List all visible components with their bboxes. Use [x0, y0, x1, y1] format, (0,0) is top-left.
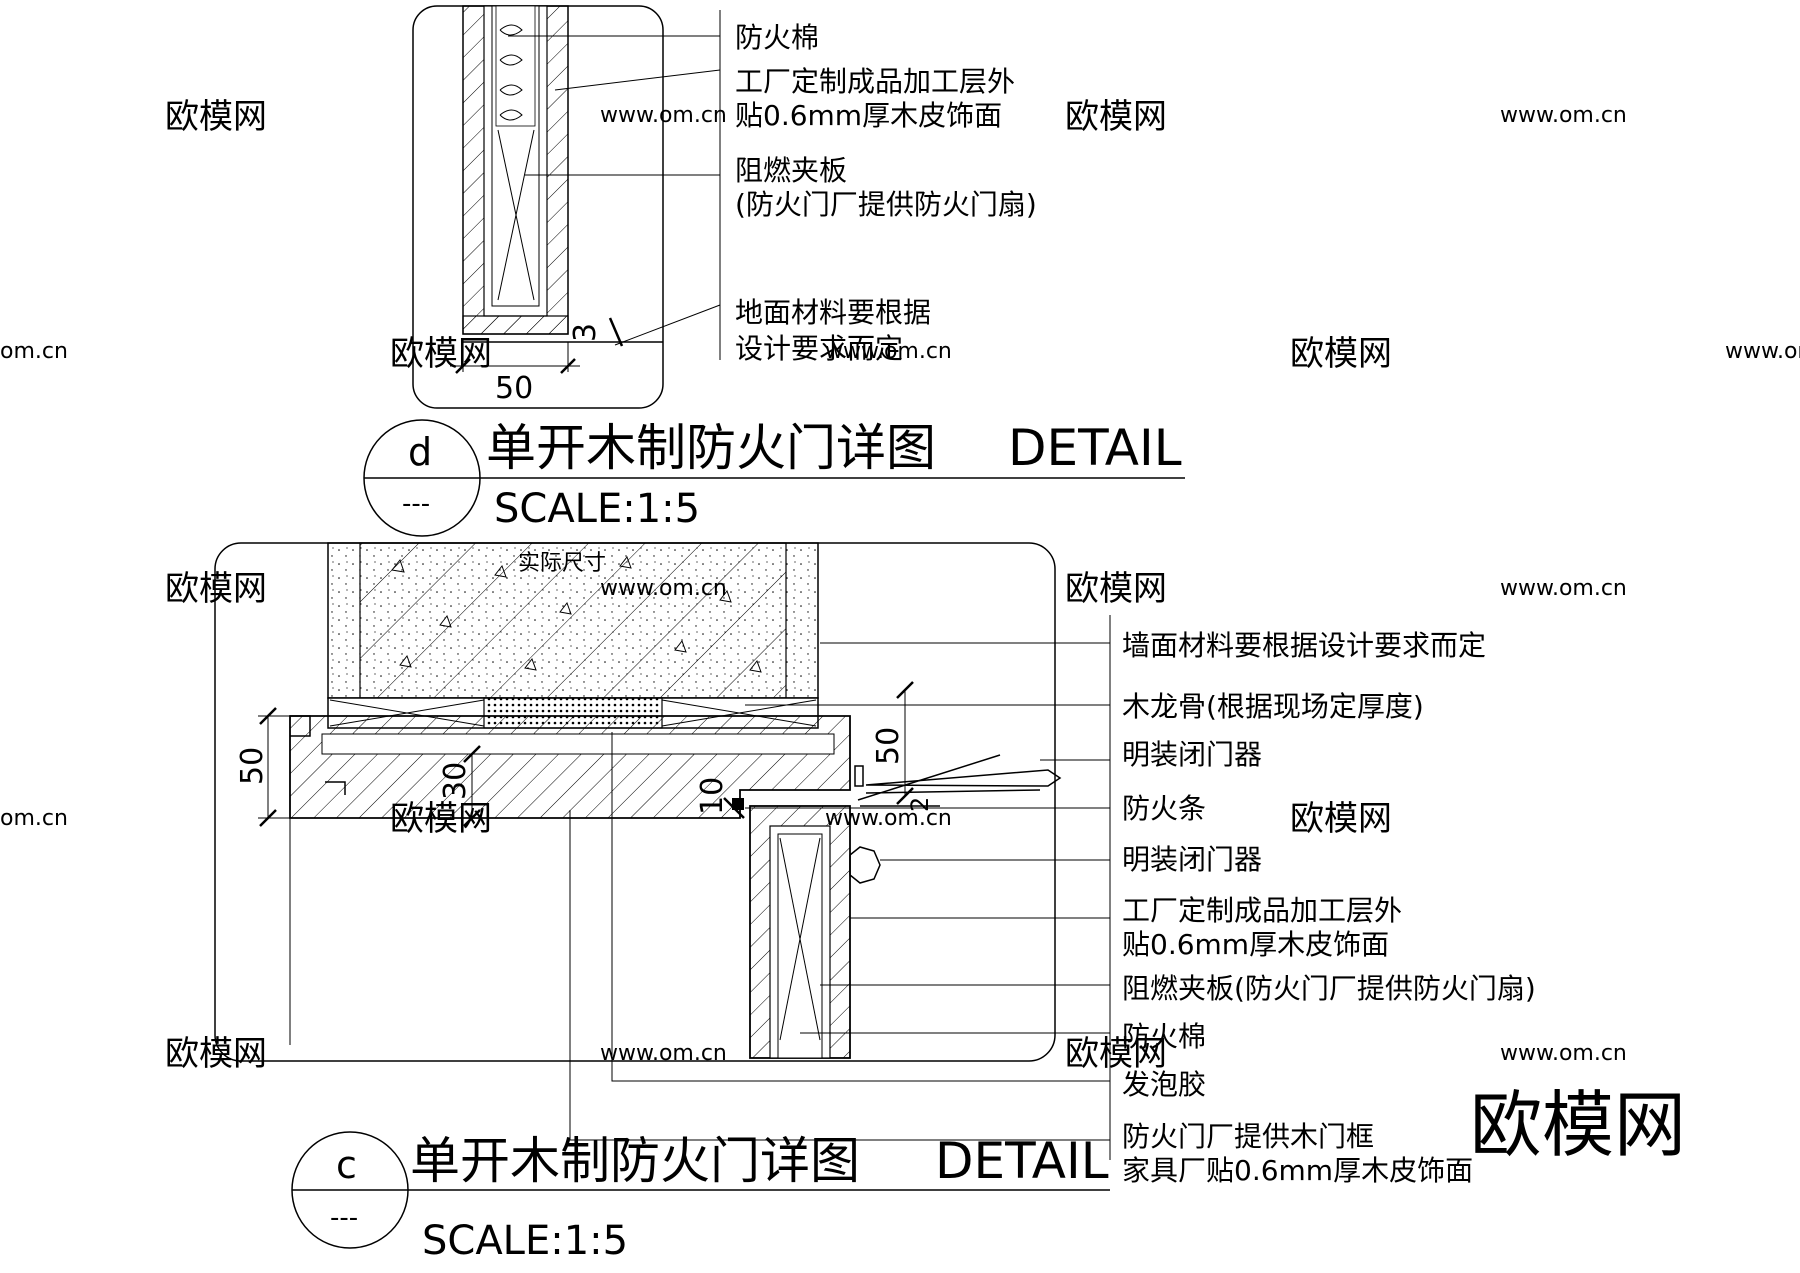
callout-sub: --- [330, 1203, 358, 1233]
label-frame-2: 家具厂贴0.6mm厚木皮饰面 [1122, 1154, 1473, 1187]
watermark: 欧模网 [1065, 97, 1167, 137]
label-door-closer-1: 明装闭门器 [1122, 738, 1262, 771]
dimension-10: 10 [695, 777, 730, 815]
callout-letter: d [408, 430, 432, 474]
dimension-50: 50 [495, 371, 533, 406]
frame-veneer-strip [321, 733, 835, 755]
wall-section: 实际尺寸 [327, 542, 819, 729]
door-closer [849, 754, 1062, 884]
watermark: 欧模网 [390, 334, 492, 374]
label-fireproof-wool: 防火棉 [735, 21, 819, 54]
label-floor-1: 地面材料要根据 [735, 296, 931, 329]
detail-title-en: DETAIL [1008, 419, 1182, 477]
fireproof-wool-zone [495, 5, 536, 127]
watermark-url: www.om.cn [1500, 103, 1627, 128]
watermark-url: www.om.cn [825, 339, 952, 364]
watermark-url: www.om.cn [1725, 339, 1800, 364]
label-door-closer-2: 明装闭门器 [1122, 843, 1262, 876]
watermark-url: www.om.cn [1500, 1041, 1627, 1066]
detail-title-en: DETAIL [935, 1132, 1109, 1190]
label-factory-finish-1: 工厂定制成品加工层外 [1122, 894, 1402, 927]
brand-watermark: 欧模网 [1470, 1083, 1686, 1167]
watermark: 欧模网 [165, 97, 267, 137]
detail-d-door-section [462, 5, 663, 343]
label-factory-finish-2: 贴0.6mm厚木皮饰面 [1122, 928, 1389, 961]
detail-d-dimension: 50 3 [450, 317, 624, 406]
door-bottom-edge [462, 315, 569, 335]
callout-sub: --- [402, 489, 430, 519]
watermark-url: www.om.cn [1500, 576, 1627, 601]
label-frame-1: 防火门厂提供木门框 [1122, 1120, 1374, 1153]
door-frame [289, 715, 864, 819]
detail-d: 50 3 防火棉 工厂定制成品加工层外 贴0.6mm厚木皮饰面 阻燃夹板 (防火… [363, 5, 1185, 537]
watermark: 欧模网 [1290, 799, 1392, 839]
label-factory-finish-1: 工厂定制成品加工层外 [735, 65, 1015, 98]
detail-title: 单开木制防火门详图 [410, 1132, 860, 1190]
label-flame-board-2: (防火门厂提供防火门扇) [735, 188, 1037, 221]
label-foam-glue: 发泡胶 [1122, 1068, 1206, 1101]
label-flame-board-1: 阻燃夹板 [735, 154, 847, 187]
watermark-url: om.cn [0, 806, 68, 831]
detail-c-title-block: c --- 单开木制防火门详图 DETAIL SCALE:1:5 [291, 1131, 1110, 1264]
watermark: 欧模网 [1065, 569, 1167, 609]
core-cross [497, 129, 535, 301]
detail-c-leaders [569, 615, 1111, 1160]
label-fire-strip: 防火条 [1122, 792, 1206, 825]
scale-label: SCALE:1:5 [494, 486, 700, 532]
callout-letter: c [336, 1143, 357, 1187]
watermark-url: om.cn [0, 339, 68, 364]
dimension-2: 2 [906, 797, 934, 812]
scale-label: SCALE:1:5 [422, 1218, 628, 1264]
dimension-30: 30 [438, 762, 473, 800]
label-fireproof-wool: 防火棉 [1122, 1020, 1206, 1053]
frame-body [289, 715, 851, 819]
label-floor-2: 设计要求而定 [735, 332, 903, 365]
leaf-core [777, 833, 823, 1059]
watermark-url: www.om.cn [600, 1041, 727, 1066]
dimension-3: 3 [568, 323, 603, 342]
closer-mount [854, 765, 864, 787]
detail-d-leaders [508, 10, 721, 360]
watermark: 欧模网 [1065, 1034, 1167, 1074]
watermark: 欧模网 [1290, 334, 1392, 374]
detail-c: 实际尺寸 [214, 542, 1536, 1264]
label-wall-material: 墙面材料要根据设计要求而定 [1122, 629, 1486, 662]
detail-d-title-block: d --- 单开木制防火门详图 DETAIL SCALE:1:5 [363, 419, 1185, 537]
concrete-aggregate [391, 555, 762, 673]
watermark: 欧模网 [165, 569, 267, 609]
detail-c-dimensions: 50 30 10 50 2 [235, 681, 934, 1045]
watermark-layer: 欧模网 欧模网 欧模网 欧模网 欧模网 欧模网 欧模网 欧模网 欧模网 欧模网 … [0, 97, 1800, 1074]
detail-title: 单开木制防火门详图 [486, 419, 936, 477]
dimension-50-right: 50 [871, 727, 906, 765]
door-leaf [749, 805, 851, 1059]
label-factory-finish-2: 贴0.6mm厚木皮饰面 [735, 99, 1002, 132]
dimension-50-left: 50 [235, 747, 270, 785]
label-flame-board: 阻燃夹板(防火门厂提供防火门扇) [1122, 972, 1536, 1005]
actual-size-label: 实际尺寸 [518, 551, 606, 576]
fire-strip [732, 798, 744, 810]
wool-loops [499, 24, 523, 121]
label-wood-keel: 木龙骨(根据现场定厚度) [1122, 690, 1424, 723]
